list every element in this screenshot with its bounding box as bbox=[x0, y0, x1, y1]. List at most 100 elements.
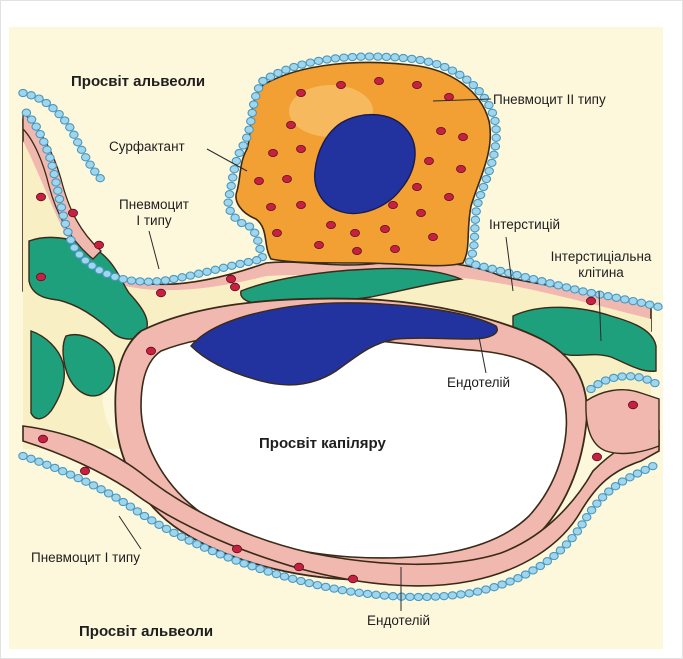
surfactant-bead bbox=[583, 514, 591, 521]
surfactant-bead bbox=[82, 478, 90, 485]
surfactant-bead bbox=[228, 262, 236, 269]
surfactant-bead bbox=[51, 464, 59, 471]
surfactant-bead bbox=[646, 301, 654, 308]
surfactant-bead bbox=[593, 500, 601, 507]
lamellar-body bbox=[425, 157, 434, 164]
right-alveolar-wall bbox=[586, 390, 659, 454]
surfactant-bead bbox=[35, 458, 43, 465]
surfactant-bead bbox=[177, 533, 185, 540]
surfactant-bead bbox=[406, 593, 414, 600]
surfactant-bead bbox=[521, 571, 529, 578]
surfactant-bead bbox=[556, 547, 564, 554]
surfactant-bead bbox=[155, 521, 163, 528]
lamellar-body bbox=[287, 121, 296, 128]
surfactant-bead bbox=[579, 288, 587, 295]
lamellar-body bbox=[337, 81, 346, 88]
surfactant-bead bbox=[231, 214, 239, 221]
surfactant-bead bbox=[490, 584, 498, 591]
surfactant-bead bbox=[66, 471, 74, 478]
surfactant-bead bbox=[290, 63, 298, 70]
surfactant-bead bbox=[629, 298, 637, 305]
surfactant-bead bbox=[195, 270, 203, 277]
surfactant-bead bbox=[244, 258, 252, 265]
capillary-lumen-label: Просвіт капіляру bbox=[259, 436, 386, 452]
surfactant-bead bbox=[643, 376, 651, 383]
surfactant-bead bbox=[81, 257, 89, 264]
surfactant-bead bbox=[19, 89, 27, 96]
surfactant-bead bbox=[162, 525, 170, 532]
surfactant-bead bbox=[43, 146, 51, 153]
interstitial-cell-label-line2: клітина bbox=[541, 265, 661, 281]
surfactant-bead bbox=[89, 482, 97, 489]
surfactant-bead bbox=[224, 199, 232, 206]
surfactant-bead bbox=[170, 529, 178, 536]
surfactant-bead bbox=[27, 92, 35, 99]
surfactant-bead bbox=[568, 535, 576, 542]
surfactant-bead bbox=[480, 94, 488, 101]
surfactant-bead bbox=[554, 282, 562, 289]
surfactant-bead bbox=[27, 116, 35, 123]
surfactant-bead bbox=[380, 592, 388, 599]
lamellar-body bbox=[273, 229, 282, 236]
surfactant-bead bbox=[496, 267, 504, 274]
surfactant-bead bbox=[611, 483, 619, 490]
surfactant-bead bbox=[112, 494, 120, 501]
surfactant-bead bbox=[91, 168, 99, 175]
lamellar-body bbox=[269, 149, 278, 156]
surfactant-bead bbox=[148, 517, 156, 524]
surfactant-bead bbox=[305, 580, 313, 587]
interstitial-cell-label-line1: Інтерстиціальна bbox=[541, 249, 661, 265]
surfactant-bead bbox=[641, 466, 649, 473]
surfactant-bead bbox=[248, 109, 256, 116]
surfactant-bead bbox=[297, 577, 305, 584]
surfactant-bead bbox=[472, 208, 480, 215]
surfactant-bead bbox=[416, 56, 424, 63]
interstitium-label: Інтерстицій bbox=[489, 217, 560, 233]
surfactant-bead bbox=[36, 131, 44, 138]
surfactant-bead bbox=[229, 174, 237, 181]
surfactant-bead bbox=[480, 263, 488, 270]
surfactant-bead bbox=[571, 286, 579, 293]
lamellar-body bbox=[255, 177, 264, 184]
lamellar-body bbox=[297, 89, 306, 96]
red-granule bbox=[592, 453, 601, 461]
surfactant-bead bbox=[22, 109, 30, 116]
lamellar-body bbox=[267, 203, 276, 210]
surfactant-label: Сурфактант bbox=[109, 139, 185, 155]
surfactant-bead bbox=[414, 593, 422, 600]
surfactant-bead bbox=[374, 53, 382, 60]
surfactant-bead bbox=[492, 126, 500, 133]
lamellar-body bbox=[353, 247, 362, 254]
lamellar-body bbox=[413, 183, 422, 190]
surfactant-bead bbox=[610, 374, 618, 381]
surfactant-bead bbox=[440, 593, 448, 600]
surfactant-bead bbox=[216, 551, 224, 558]
surfactant-bead bbox=[355, 589, 363, 596]
surfactant-bead bbox=[322, 583, 330, 590]
lamellar-body bbox=[459, 133, 468, 140]
red-granule bbox=[94, 241, 103, 249]
surfactant-bead bbox=[97, 486, 105, 493]
surfactant-bead bbox=[448, 67, 456, 74]
surfactant-bead bbox=[225, 191, 233, 198]
surfactant-bead bbox=[463, 76, 471, 83]
surfactant-bead bbox=[433, 61, 441, 68]
surfactant-bead bbox=[389, 593, 397, 600]
surfactant-bead bbox=[594, 381, 602, 388]
surfactant-bead bbox=[161, 277, 169, 284]
interstitial-cell-label: Інтерстиціальна клітина bbox=[541, 249, 661, 281]
surfactant-bead bbox=[35, 95, 43, 102]
lamellar-body bbox=[375, 77, 384, 84]
surfactant-bead bbox=[441, 63, 449, 70]
surfactant-bead bbox=[314, 57, 322, 64]
surfactant-bead bbox=[82, 154, 90, 161]
surfactant-bead bbox=[111, 273, 119, 280]
surfactant-bead bbox=[338, 587, 346, 594]
surfactant-bead bbox=[587, 289, 595, 296]
surfactant-bead bbox=[274, 69, 282, 76]
surfactant-bead bbox=[203, 268, 211, 275]
lamellar-body bbox=[327, 221, 336, 228]
surfactant-bead bbox=[245, 126, 253, 133]
surfactant-bead bbox=[357, 53, 365, 60]
surfactant-bead bbox=[651, 380, 659, 387]
